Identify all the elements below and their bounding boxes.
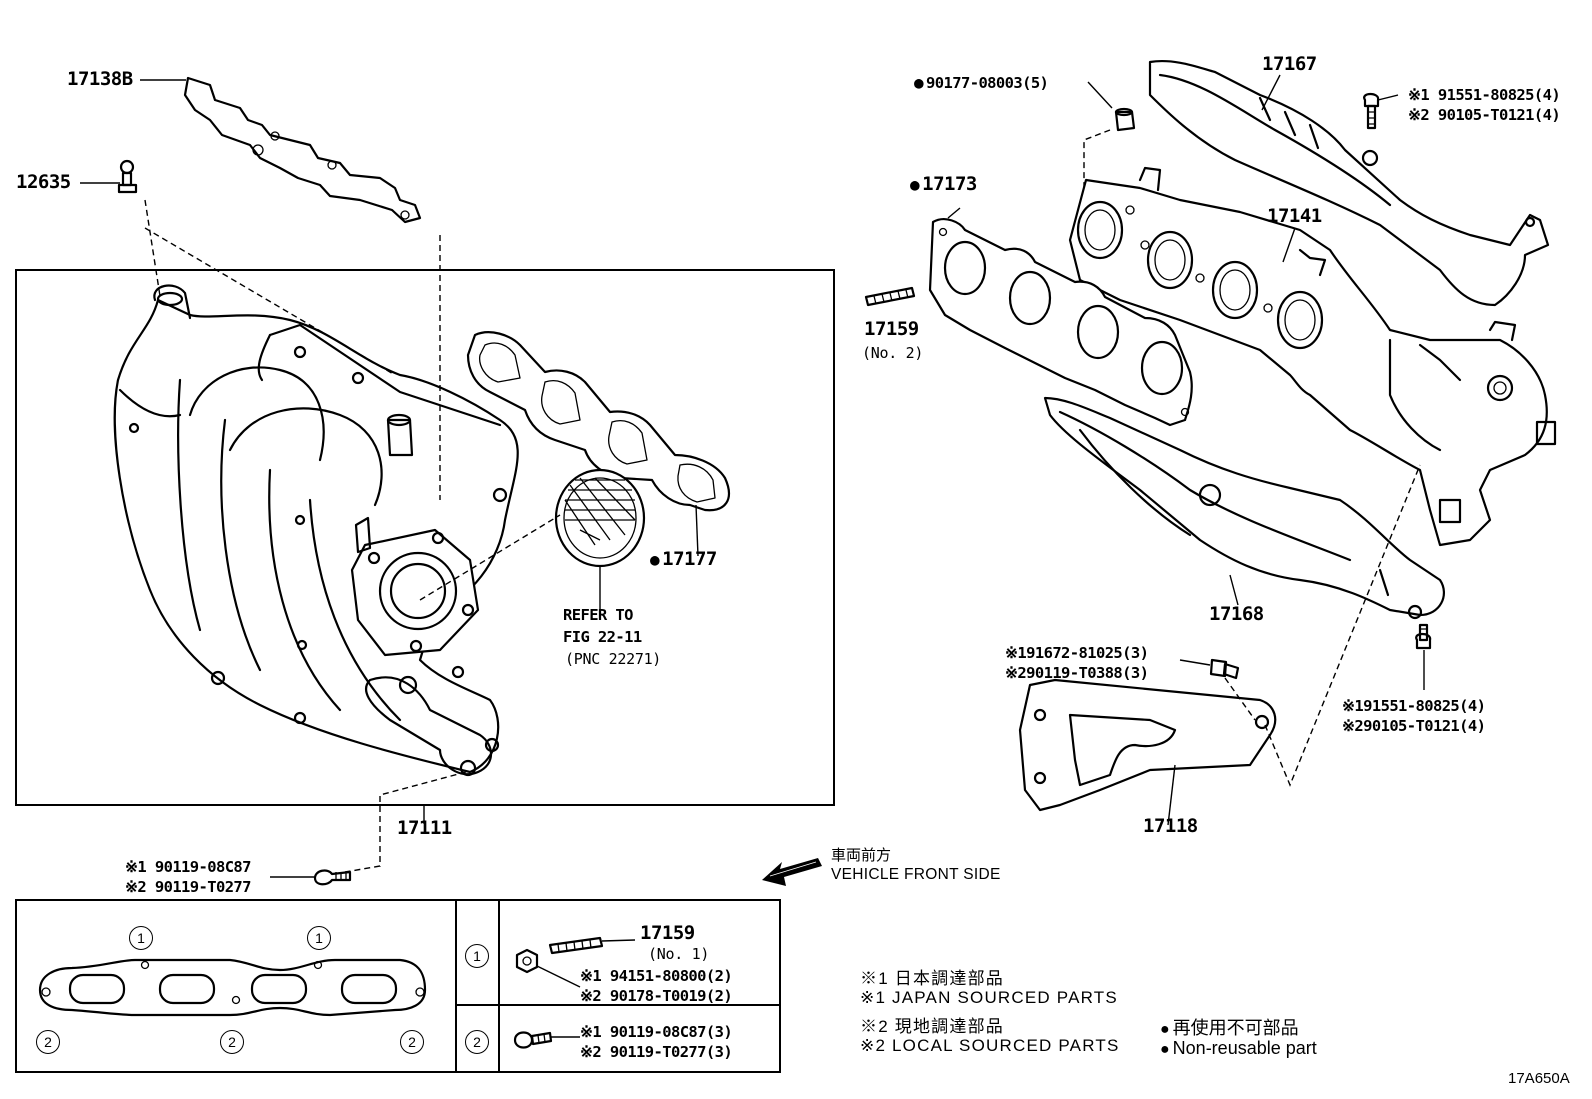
manifold-stay-17118 [1018, 678, 1277, 812]
bracket-17138B [183, 76, 422, 224]
inset-gasket-mark-1a: 1 [129, 926, 153, 950]
exhaust-gasket-17173 [928, 218, 1193, 427]
part-label-17167: 17167 [1262, 53, 1317, 75]
inset-gasket-mark-1b: 1 [307, 926, 331, 950]
bolt-stay [1209, 658, 1240, 680]
throttle-gasket [554, 468, 646, 568]
inset-gasket-mark-2c: 2 [400, 1030, 424, 1054]
part-label-17173: 17173 [910, 173, 977, 195]
intake-gasket-17177 [466, 331, 731, 512]
leader-bolt-top [1377, 94, 1399, 101]
inset-gasket-mark-2b: 2 [220, 1030, 244, 1054]
leader-17167 [1261, 74, 1281, 111]
inset-row1-part: 17159 [640, 922, 695, 944]
legend-line-2: ※1 JAPAN SOURCED PARTS [860, 988, 1118, 1007]
heat-insulator-17168 [1043, 396, 1446, 620]
inset-row1-part-sub: (No. 1) [648, 945, 710, 963]
inset-gasket [38, 958, 427, 1017]
leader-90177 [1087, 81, 1113, 109]
callout-stay-bolt-2: ※290119-T0388(3) [1005, 664, 1149, 682]
dashed-line-bottom [344, 771, 467, 873]
callout-stay-bolt-1: ※191672-81025(3) [1005, 644, 1149, 662]
stud-12635 [117, 159, 138, 194]
part-label-17168: 17168 [1209, 603, 1264, 625]
front-label-en: VEHICLE FRONT SIDE [831, 866, 1001, 883]
front-label-jp: 車両前方 [831, 847, 892, 864]
legend-line-1: ※1 日本調達部品 [860, 969, 1004, 988]
leader-17141 [1282, 227, 1296, 263]
dashed-line-intake-1 [144, 227, 396, 376]
intake-manifold-frame [15, 269, 835, 806]
callout-heat-bolt-top-1: ※1 91551-80825(4) [1408, 86, 1561, 104]
inset-row1-callout-1: ※1 94151-80800(2) [580, 967, 733, 985]
intake-manifold-drawing [113, 284, 519, 777]
inset-gasket-mark-2a: 2 [36, 1030, 60, 1054]
callout-lower-bolt-2: ※290105-T0121(4) [1342, 717, 1486, 735]
leader-17168 [1229, 574, 1239, 606]
part-label-17159-no2-sub: (No. 2) [862, 344, 924, 362]
part-label-17138B: 17138B [67, 68, 133, 90]
legend-line-4: ※2 LOCAL SOURCED PARTS [860, 1036, 1120, 1055]
refer-line-3: (PNC 22271) [565, 650, 662, 668]
part-label-17159-no2: 17159 [864, 318, 919, 340]
legend-nonreusable-jp: 再使用不可部品 [1160, 1014, 1299, 1040]
part-label-17111: 17111 [397, 817, 452, 839]
part-label-12635: 12635 [16, 171, 71, 193]
manifold-bolt [313, 869, 352, 886]
dashed-line-stay-1 [1224, 677, 1256, 721]
inset-leader-nut [536, 965, 581, 988]
inset-row2-mark: 2 [465, 1030, 489, 1054]
inset-row1-callout-2: ※2 90178-T0019(2) [580, 987, 733, 1005]
inset-row1-mark: 1 [465, 944, 489, 968]
heat-insulator-17167 [1148, 60, 1550, 307]
refer-line-2: FIG 22-11 [563, 628, 642, 646]
inset-frame [15, 899, 781, 1073]
figure-id: 17A650A [1508, 1070, 1570, 1087]
bolt-lower-insulator [1415, 623, 1432, 650]
callout-manifold-bolt-1: ※1 90119-08C87 [125, 858, 252, 876]
dashed-line-12635 [144, 199, 161, 297]
refer-line-1: REFER TO [563, 606, 633, 624]
inset-leader-stud [601, 939, 636, 942]
stud-17159-no2 [864, 286, 916, 307]
inset-row2-callout-1: ※1 90119-08C87(3) [580, 1023, 733, 1041]
legend-nonreusable-en: Non-reusable part [1160, 1038, 1317, 1059]
dashed-line-intake-3 [419, 514, 561, 601]
part-label-17141: 17141 [1267, 205, 1322, 227]
callout-manifold-bolt-2: ※2 90119-T0277 [125, 878, 252, 896]
vehicle-front-arrow [762, 858, 822, 886]
inset-nut-row1 [515, 948, 539, 974]
bolt-heat-insulator-top [1363, 92, 1380, 130]
part-label-17177: 17177 [650, 548, 717, 570]
dashed-line-stay-2 [1264, 464, 1421, 787]
inset-bolt-row2 [513, 1031, 553, 1049]
part-label-17118: 17118 [1143, 815, 1198, 837]
inset-row2-callout-2: ※2 90119-T0277(3) [580, 1043, 733, 1061]
legend-line-3: ※2 現地調達部品 [860, 1017, 1004, 1036]
leader-bolt-stay [1179, 659, 1211, 666]
callout-lower-bolt-1: ※191551-80825(4) [1342, 697, 1486, 715]
nut-90177 [1114, 107, 1136, 132]
leader-17173 [947, 207, 961, 219]
callout-heat-bolt-top-2: ※2 90105-T0121(4) [1408, 106, 1561, 124]
exhaust-manifold-17141 [1068, 166, 1557, 547]
part-label-90177: 90177-08003(5) [914, 73, 1049, 92]
inset-stud-row1 [548, 936, 604, 955]
leader-17118 [1167, 764, 1176, 826]
